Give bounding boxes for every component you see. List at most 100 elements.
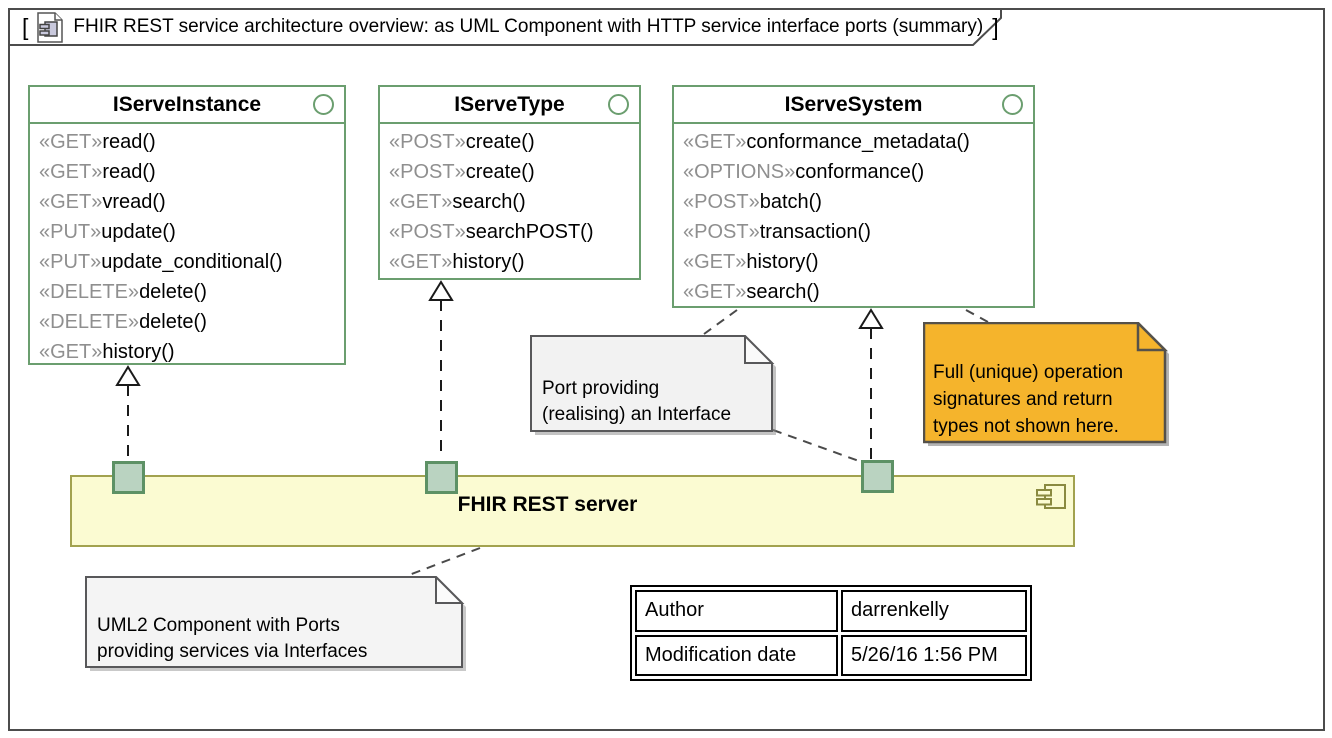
info-table-cell: 5/26/16 1:56 PM	[841, 634, 1027, 676]
operation-name: batch()	[759, 191, 822, 213]
interface-iservetype[interactable]: IServeType «POST»create() «POST»create()…	[378, 85, 641, 280]
operation-name: vread()	[102, 191, 166, 213]
operation-stereotype: «GET»	[389, 191, 453, 213]
port-iservetype[interactable]	[425, 461, 458, 494]
operation: «GET»search()	[380, 187, 639, 217]
info-table-cell: darrenkelly	[841, 590, 1027, 632]
note-text: Full (unique) operation signatures and r…	[933, 359, 1165, 440]
note-line: Full (unique) operation	[933, 362, 1124, 383]
operation-name: delete()	[139, 281, 207, 303]
operation-name: search()	[746, 281, 820, 303]
operation-stereotype: «DELETE»	[39, 281, 140, 303]
operation-name: conformance()	[795, 161, 925, 183]
operation: «POST»transaction()	[674, 217, 1033, 247]
port-iservesystem[interactable]	[861, 460, 894, 493]
operation-stereotype: «DELETE»	[39, 311, 140, 333]
note-line: types not shown here.	[933, 416, 1119, 437]
note-line: Port providing	[542, 378, 660, 399]
operation: «GET»conformance_metadata()	[674, 127, 1033, 157]
note-line: (realising) an Interface	[542, 404, 732, 425]
title-bracket-open: [	[22, 13, 29, 40]
interface-lollipop-icon	[1002, 94, 1023, 115]
operation: «OPTIONS»conformance()	[674, 157, 1033, 187]
operation-stereotype: «PUT»	[39, 251, 102, 273]
operation: «POST»searchPOST()	[380, 217, 639, 247]
operation: «PUT»update_conditional()	[30, 247, 344, 277]
operation-name: read()	[102, 161, 156, 183]
operation-list: «GET»conformance_metadata() «OPTIONS»con…	[674, 124, 1033, 307]
note-line: UML2 Component with Ports	[97, 615, 340, 636]
operation-name: delete()	[139, 311, 207, 333]
operation-stereotype: «GET»	[39, 341, 103, 363]
operation-stereotype: «POST»	[683, 221, 760, 243]
operation-stereotype: «POST»	[389, 221, 466, 243]
port-iserveinstance[interactable]	[112, 461, 145, 494]
operation-stereotype: «OPTIONS»	[683, 161, 796, 183]
operation: «GET»search()	[674, 277, 1033, 307]
operation-name: read()	[102, 131, 156, 153]
note-uml2-component[interactable]: UML2 Component with Ports providing serv…	[85, 574, 469, 674]
operation: «DELETE»delete()	[30, 307, 344, 337]
note-port-providing[interactable]: Port providing (realising) an Interface	[530, 333, 778, 438]
operation-name: create()	[465, 161, 535, 183]
component-fhir-rest-server[interactable]: FHIR REST server	[70, 475, 1075, 547]
note-line: signatures and return	[933, 389, 1113, 410]
operation-stereotype: «GET»	[683, 251, 747, 273]
operation-name: create()	[465, 131, 535, 153]
operation-list: «GET»read() «GET»read() «GET»vread() «PU…	[30, 124, 344, 367]
note-shape	[85, 574, 466, 671]
info-table-cell: Author	[635, 590, 838, 632]
operation-stereotype: «GET»	[39, 131, 103, 153]
frame-title-bar: [ FHIR REST service architecture overvie…	[22, 9, 999, 45]
operation: «GET»history()	[380, 247, 639, 277]
operation-name: history()	[746, 251, 819, 273]
operation-stereotype: «POST»	[389, 161, 466, 183]
diagram-title: FHIR REST service architecture overview:…	[73, 16, 984, 37]
operation: «DELETE»delete()	[30, 277, 344, 307]
operation: «GET»read()	[30, 127, 344, 157]
operation: «GET»history()	[30, 337, 344, 367]
note-line: providing services via Interfaces	[97, 641, 368, 662]
operation: «POST»create()	[380, 157, 639, 187]
component-diagram-icon	[37, 11, 64, 43]
interface-iserveinstance[interactable]: IServeInstance «GET»read() «GET»read() «…	[28, 85, 346, 365]
operation: «POST»create()	[380, 127, 639, 157]
note-shape	[922, 319, 1169, 446]
note-operation-signatures[interactable]: Full (unique) operation signatures and r…	[922, 319, 1171, 449]
title-bracket-close: ]	[992, 13, 999, 40]
note-text: UML2 Component with Ports providing serv…	[97, 613, 463, 665]
operation-stereotype: «GET»	[683, 131, 747, 153]
interface-name: IServeSystem	[784, 93, 923, 116]
operation-stereotype: «GET»	[39, 161, 103, 183]
operation-stereotype: «PUT»	[39, 221, 102, 243]
interface-name: IServeType	[454, 93, 565, 116]
operation: «GET»vread()	[30, 187, 344, 217]
operation: «POST»batch()	[674, 187, 1033, 217]
operation-name: conformance_metadata()	[746, 131, 970, 153]
note-text: Port providing (realising) an Interface	[542, 376, 772, 428]
operation-name: update_conditional()	[101, 251, 283, 273]
operation: «GET»history()	[674, 247, 1033, 277]
component-icon	[1036, 484, 1066, 509]
operation: «PUT»update()	[30, 217, 344, 247]
operation-stereotype: «GET»	[39, 191, 103, 213]
operation-stereotype: «GET»	[683, 281, 747, 303]
info-table: Author darrenkelly Modification date 5/2…	[630, 585, 1032, 681]
operation-name: history()	[452, 251, 525, 273]
operation-stereotype: «GET»	[389, 251, 453, 273]
operation-stereotype: «POST»	[389, 131, 466, 153]
note-shape	[530, 333, 776, 435]
interface-iservesystem[interactable]: IServeSystem «GET»conformance_metadata()…	[672, 85, 1035, 308]
operation-name: update()	[101, 221, 176, 243]
component-name: FHIR REST server	[457, 493, 638, 516]
interface-lollipop-icon	[313, 94, 334, 115]
operation: «GET»read()	[30, 157, 344, 187]
operation-list: «POST»create() «POST»create() «GET»searc…	[380, 124, 639, 277]
interface-lollipop-icon	[608, 94, 629, 115]
operation-stereotype: «POST»	[683, 191, 760, 213]
operation-name: transaction()	[759, 221, 871, 243]
info-table-cell: Modification date	[635, 634, 838, 676]
operation-name: searchPOST()	[465, 221, 594, 243]
operation-name: search()	[452, 191, 526, 213]
